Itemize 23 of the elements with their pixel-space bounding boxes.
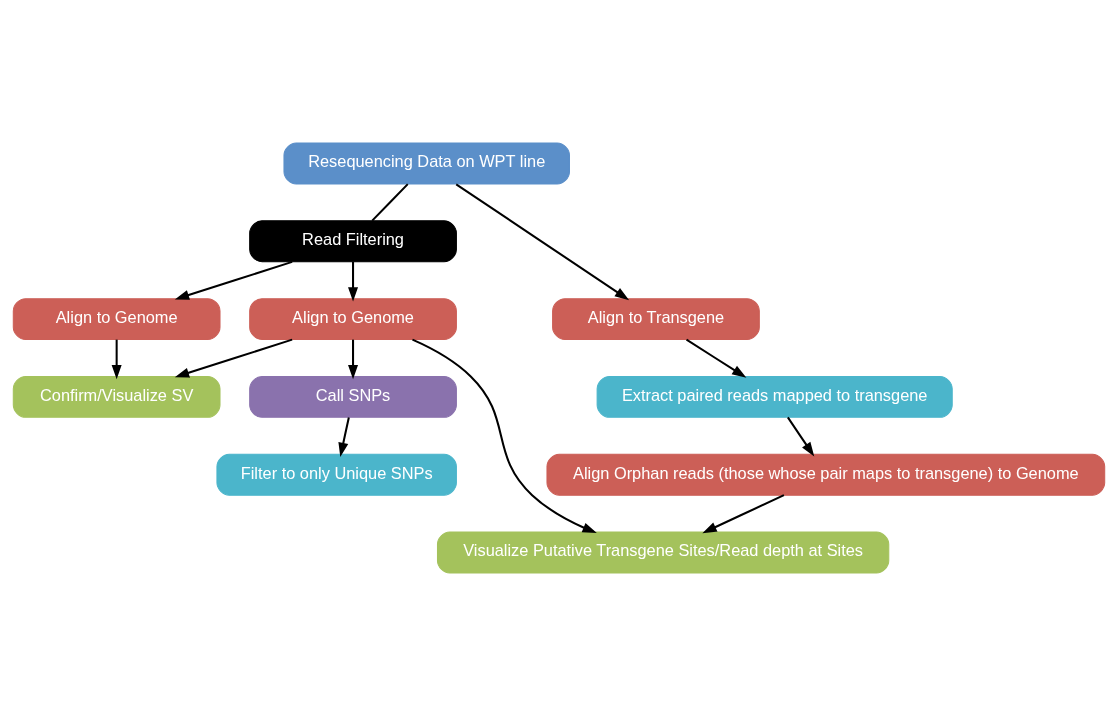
node-box: Extract paired reads mapped to transgene: [596, 375, 953, 418]
arrow: [348, 261, 359, 301]
node-box: Read Filtering: [249, 219, 457, 262]
arrow: [412, 338, 597, 533]
arrow: [338, 416, 350, 457]
node-box: Resequencing Data on WPT line: [283, 142, 570, 185]
arrow: [348, 339, 359, 379]
arrow: [685, 338, 747, 378]
connector: [371, 182, 409, 221]
node-box: Align to Transgene: [552, 297, 760, 340]
node-box: Filter to only Unique SNPs: [216, 453, 457, 496]
node-box: Visualize Putative Transgene Sites/Read depth at Sites: [436, 530, 890, 573]
node-box: Align to Genome: [12, 297, 221, 340]
node-box: Call SNPs: [249, 375, 457, 418]
node-box: Confirm/Visualize SV: [12, 375, 221, 418]
arrow: [787, 416, 815, 456]
arrow: [174, 260, 293, 300]
node-box: Align Orphan reads (those whose pair maps to transgene) to Genome: [546, 453, 1106, 496]
arrow: [455, 183, 630, 300]
arrow: [111, 339, 122, 379]
node-box: Align to Genome: [249, 297, 457, 340]
arrow: [174, 338, 293, 378]
arrow: [702, 493, 785, 533]
